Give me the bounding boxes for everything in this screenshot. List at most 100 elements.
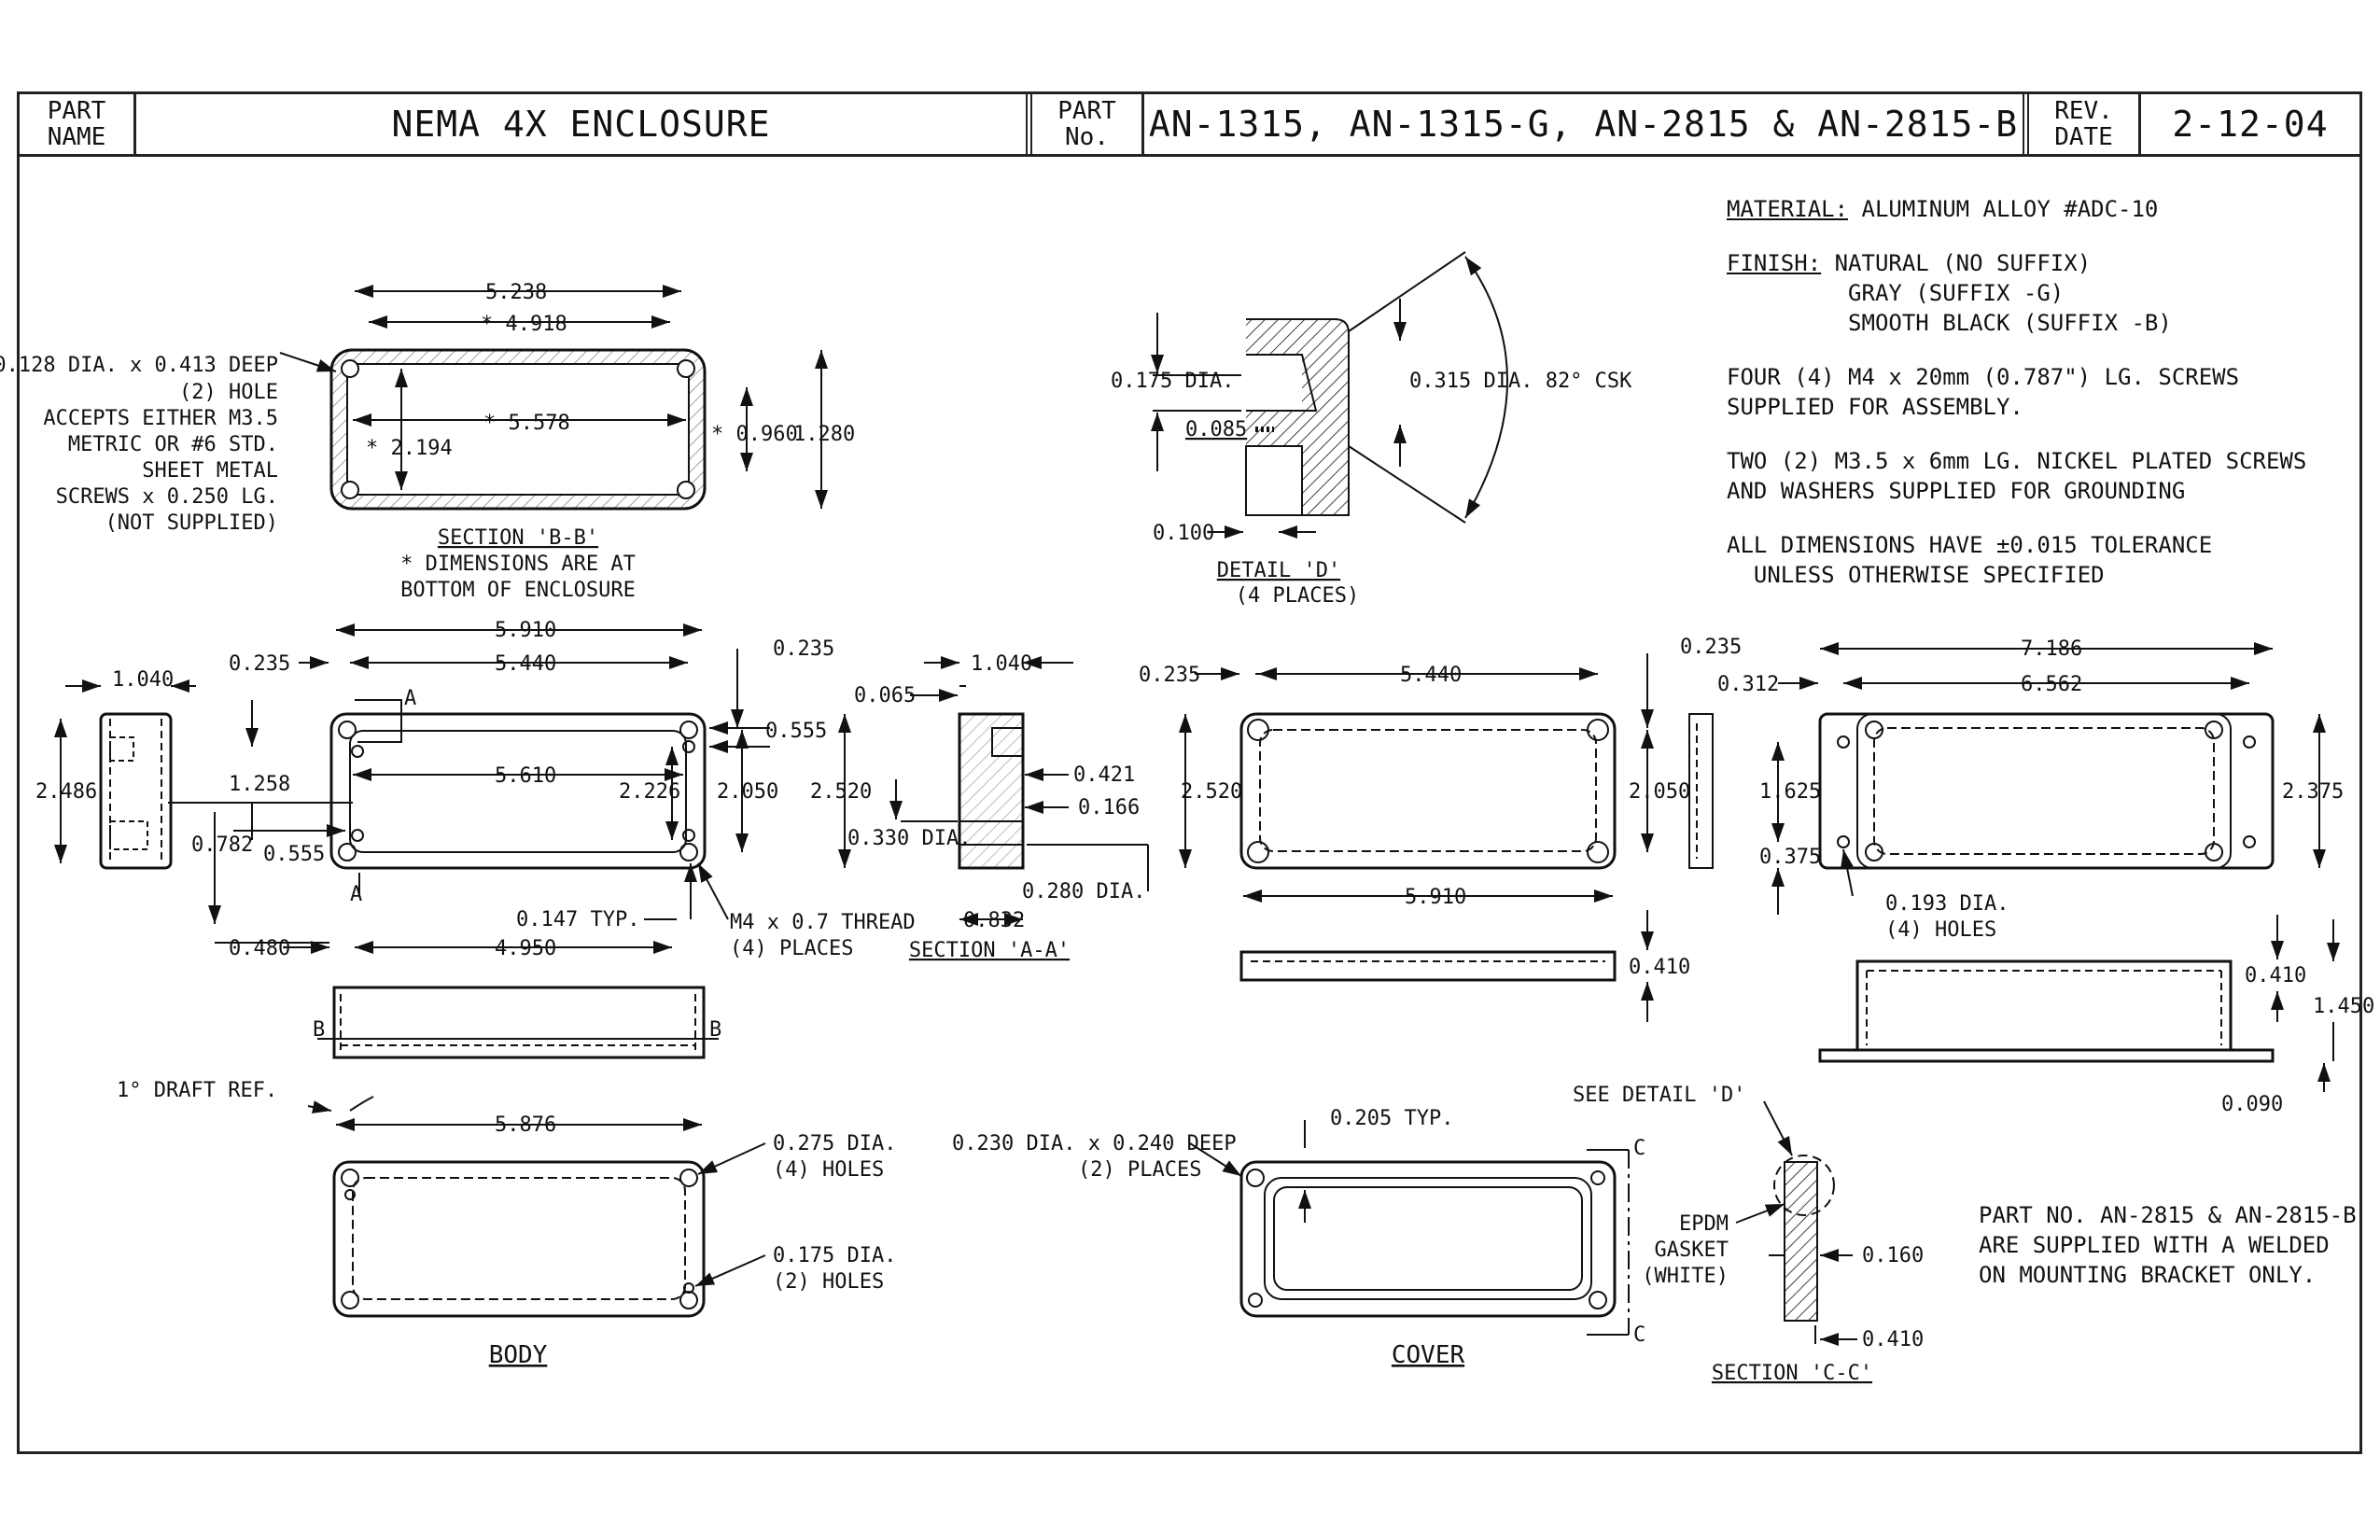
dim-4918: * 4.918: [481, 313, 567, 336]
section-b-mark-2: B: [709, 1018, 721, 1042]
leader-line: [697, 1142, 766, 1175]
body-dim-0235: 0.235: [229, 652, 290, 676]
bracket-front-plate: [1818, 1048, 2275, 1063]
detail-d-caption: DETAIL 'D': [1217, 559, 1340, 582]
bracket-top-view: [1771, 642, 2326, 915]
cover-dim-0205: 0.205 TYP.: [1330, 1107, 1453, 1130]
body-top-inner: [349, 730, 687, 853]
section-a-mark-2: A: [350, 883, 362, 906]
body-hole-275-note-2: (4) HOLES: [773, 1158, 884, 1182]
bb-hole-note-6: SCREWS x 0.250 LG.: [56, 485, 278, 509]
detail-d-dim-085: 0.085: [1185, 418, 1247, 441]
bracket-enc-hole: [2205, 721, 2223, 739]
bracket-front-enclosure: [1855, 959, 2233, 1052]
cover-dim-5440: 5.440: [1400, 664, 1462, 687]
finish-black: SMOOTH BLACK (SUFFIX -B): [1848, 310, 2172, 336]
body-dim-2520: 2.520: [810, 780, 872, 804]
detail-d-csk: 0.315 DIA. 82° CSK: [1409, 370, 1632, 393]
aa-dim-1040: 1.040: [971, 652, 1032, 676]
part-no-cell: AN-1315, AN-1315-G, AN-2815 & AN-2815-B: [1144, 94, 2029, 154]
bb-hole: [341, 359, 359, 378]
body-dim-0555b: 0.555: [263, 843, 325, 866]
bracket-front-view: [1818, 915, 2340, 1092]
draft-leader: [307, 1100, 332, 1113]
body-hole-275: [341, 1291, 359, 1309]
body-hole: [338, 843, 357, 861]
body-top-outline: [329, 712, 707, 870]
bracket-hole-note: 0.193 DIA.: [1885, 892, 2009, 916]
part-name-label-cell: PART NAME: [20, 94, 136, 154]
material-note: MATERIAL: ALUMINUM ALLOY #ADC-10: [1727, 194, 2324, 224]
leader-line: [279, 352, 337, 372]
cover-dim-0410: 0.410: [1629, 956, 1690, 979]
ground-line-2: AND WASHERS SUPPLIED FOR GROUNDING: [1727, 478, 2186, 504]
cover-end-view: [1688, 713, 1714, 869]
rev-date-label-cell: REV. DATE: [2029, 94, 2141, 154]
finish-note: FINISH: NATURAL (NO SUFFIX) GRAY (SUFFIX…: [1727, 248, 2324, 338]
detail-d-callout-circle: [1773, 1155, 1835, 1216]
section-cc-cover: [1784, 1161, 1818, 1322]
part-name: NEMA 4X ENCLOSURE: [391, 104, 771, 145]
bracket-hole: [1837, 735, 1850, 749]
bracket-hole: [2243, 735, 2256, 749]
leader-line: [694, 1254, 766, 1287]
tolerance-line-2: UNLESS OTHERWISE SPECIFIED: [1753, 562, 2105, 588]
material-value: ALUMINUM ALLOY #ADC-10: [1861, 196, 2159, 222]
bracket-dim-0090: 0.090: [2221, 1093, 2283, 1116]
body-bottom-hidden: [352, 1177, 686, 1300]
screws-note: FOUR (4) M4 x 20mm (0.787") LG. SCREWS S…: [1727, 362, 2324, 422]
body-dim-0555: 0.555: [765, 720, 827, 743]
cover-top-view: [1179, 653, 1654, 903]
section-bb-caption: SECTION 'B-B': [438, 526, 598, 550]
screws-line-1: FOUR (4) M4 x 20mm (0.787") LG. SCREWS: [1727, 364, 2240, 390]
cc-see-detail: SEE DETAIL 'D': [1573, 1084, 1745, 1107]
cc-gasket-3: (WHITE): [1642, 1265, 1729, 1288]
bracket-hidden: [1873, 727, 2215, 855]
cover-blind-hole: [1246, 1169, 1265, 1187]
section-aa-caption: SECTION 'A-A': [909, 939, 1070, 962]
part-number: AN-1315, AN-1315-G, AN-2815 & AN-2815-B: [1148, 104, 2019, 145]
rev-date-label: REV. DATE: [2054, 97, 2113, 151]
aa-dim-0065: 0.065: [854, 684, 916, 707]
body-dim-5910: 5.910: [495, 619, 556, 642]
bracket-note-1: PART NO. AN-2815 & AN-2815-B: [1979, 1202, 2357, 1228]
rev-date: 2-12-04: [2172, 104, 2329, 145]
cover-hole-note: 0.230 DIA. x 0.240 DEEP: [952, 1132, 1237, 1155]
section-bb-note-1: * DIMENSIONS ARE AT: [400, 553, 636, 576]
cover-gasket-outer: [1264, 1177, 1592, 1300]
bracket-hole-note-2: (4) HOLES: [1885, 918, 1996, 942]
body-hole: [338, 721, 357, 739]
section-aa-view: [889, 656, 1149, 926]
bracket-enc-hole: [2205, 843, 2223, 861]
cover-gasket-inner: [1273, 1186, 1583, 1291]
body-hole-175-note: 0.175 DIA.: [773, 1244, 896, 1267]
cover-hole: [1587, 841, 1609, 863]
dim-1280: 1.280: [793, 423, 855, 446]
bracket-hole: [1837, 835, 1850, 848]
cover-caption: COVER: [1392, 1341, 1465, 1369]
bracket-dim-2375: 2.375: [2282, 780, 2344, 804]
section-bb-note-2: BOTTOM OF ENCLOSURE: [400, 579, 636, 602]
body-dim-5610: 5.610: [495, 764, 556, 788]
body-bottom-outline: [332, 1160, 706, 1318]
detail-d-caption-2: (4 PLACES): [1236, 584, 1359, 608]
section-a-mark: A: [404, 687, 416, 710]
body-hole-275: [679, 1169, 698, 1187]
aa-dim-0166: 0.166: [1078, 796, 1140, 819]
bracket-dim-7186: 7.186: [2021, 637, 2082, 661]
section-cc-caption: SECTION 'C-C': [1712, 1362, 1872, 1385]
body-dim-0782: 0.782: [191, 833, 253, 857]
cover-end-outline: [1688, 713, 1714, 869]
bb-hole-note-2: (2) HOLE: [179, 381, 278, 404]
bb-hole-note-7: (NOT SUPPLIED): [105, 511, 278, 535]
body-dim-0235b: 0.235: [773, 637, 834, 661]
cc-gasket-1: EPDM: [1679, 1212, 1729, 1236]
aa-dim-0280: 0.280 DIA.: [1022, 880, 1145, 903]
body-dim-2226: 2.226: [619, 780, 680, 804]
cover-hole: [1247, 719, 1269, 741]
body-dim-0147: 0.147 TYP.: [516, 908, 639, 931]
section-bb-cavity: [346, 363, 690, 496]
body-end-view: [54, 679, 196, 870]
section-c-mark: C: [1633, 1137, 1645, 1160]
bb-hole: [677, 359, 695, 378]
